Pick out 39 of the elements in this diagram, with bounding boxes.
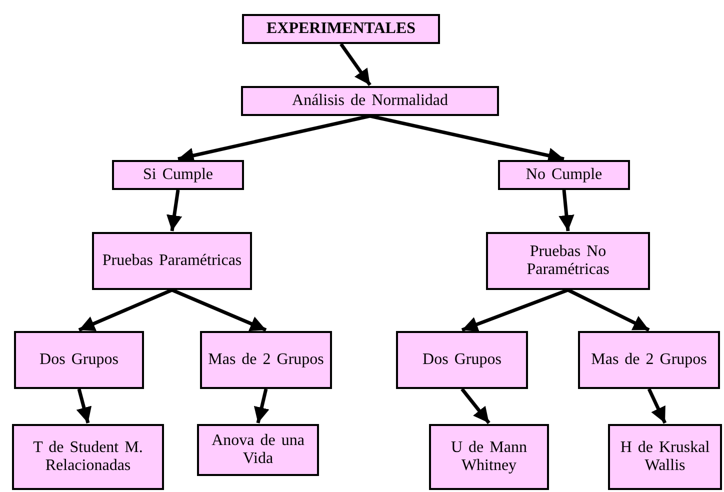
arrow <box>171 288 267 332</box>
arrow <box>78 288 173 332</box>
arrow <box>76 388 92 424</box>
box-label: T de Student M. Relacionadas <box>32 438 144 476</box>
box-label: Mas de 2 Grupos <box>208 350 324 370</box>
process-box <box>112 160 244 190</box>
arrow <box>254 388 270 424</box>
process-box <box>14 331 144 389</box>
arrow <box>166 190 182 232</box>
process-box <box>486 232 650 290</box>
box-label: Dos Grupos <box>40 350 118 370</box>
box-label: Análisis de Normalidad <box>292 92 448 110</box>
process-box <box>92 232 252 290</box>
box-label: Pruebas Paramétricas <box>102 252 242 270</box>
arrow <box>567 288 650 332</box>
arrow <box>460 388 490 424</box>
process-box <box>429 424 549 490</box>
box-label: Mas de 2 Grupos <box>591 350 707 370</box>
box-label: Dos Grupos <box>422 350 502 370</box>
process-box <box>578 331 720 389</box>
arrow <box>340 42 372 86</box>
box-label: H de Kruskal Wallis <box>619 438 711 476</box>
process-box <box>241 86 499 116</box>
process-box <box>396 331 528 389</box>
arrow <box>461 288 569 332</box>
box-label: Si Cumple <box>142 166 213 184</box>
box-label: Anova de una Vida <box>210 432 306 468</box>
process-box <box>200 331 332 389</box>
box-label: U de Mann Whitney <box>450 438 528 476</box>
box-label: Pruebas No Paramétricas <box>526 242 610 280</box>
process-box <box>242 14 440 44</box>
box-label: No Cumple <box>526 166 602 184</box>
process-box <box>12 424 164 490</box>
arrow <box>558 190 574 232</box>
arrow <box>647 388 667 424</box>
process-box <box>197 424 319 476</box>
box-label: EXPERIMENTALES <box>266 20 416 38</box>
process-box <box>498 160 630 190</box>
process-box <box>608 424 722 490</box>
